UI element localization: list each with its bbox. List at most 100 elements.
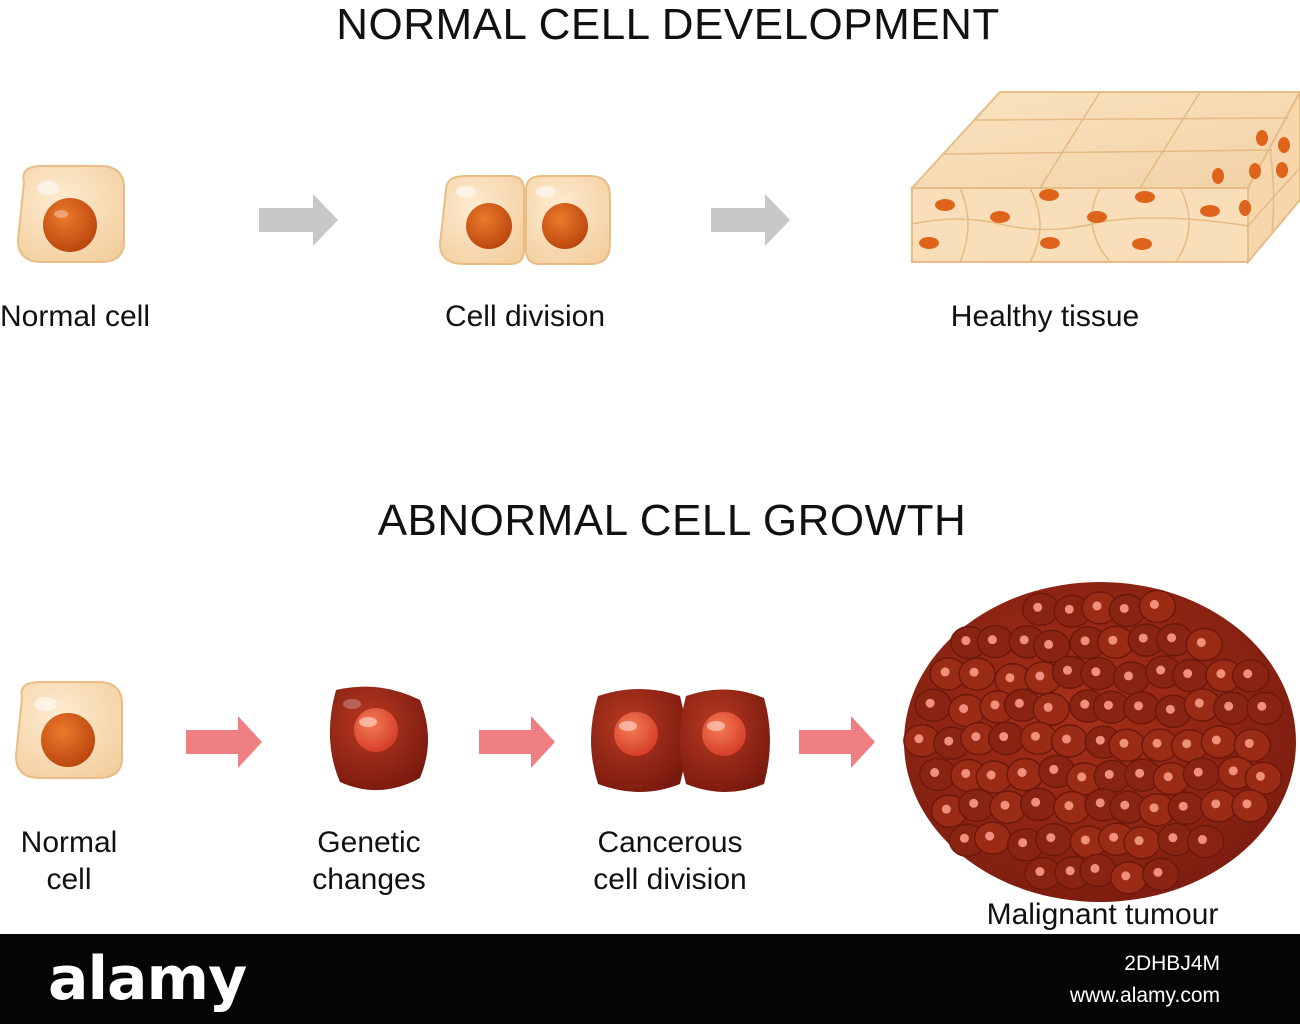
tumour-cell-nucleus [1062,665,1072,675]
cancerous-division-label-line1: Cancerous [597,826,743,859]
tumour-cell-nucleus [969,667,979,677]
tumour-cell-nucleus [1044,639,1054,649]
tumour-cell-nucleus [986,770,996,780]
abnormal-growth-title: ABNORMAL CELL GROWTH [377,496,967,545]
malignant-tumour-label: Malignant tumour [986,898,1219,931]
tumour-cell-nucleus [999,732,1009,742]
tumour-cell-nucleus [1104,769,1114,779]
cell-division-top [438,175,611,265]
tumour-cell-nucleus [1167,633,1177,643]
tumour-cell-nucleus [1035,671,1045,681]
tumour-cell-nucleus [1033,602,1043,612]
tumour-cell-nucleus [1255,771,1265,781]
tumour-cell-nucleus [1134,701,1144,711]
genetic-changes-cell [329,686,428,791]
tumour-cell-nucleus [1178,801,1188,811]
tumour-cell-nucleus [940,667,950,677]
tumour-cell-nucleus [1183,669,1193,679]
genetic-changes-label-line1: Genetic [317,826,421,859]
tumour-cell-nucleus [959,704,969,714]
tumour-cell-nucleus [1049,764,1059,774]
tumour-cell-nucleus [1135,768,1145,778]
tumour-cell-nucleus [1019,635,1029,645]
tumour-cell-nucleus [1244,738,1254,748]
cancerous-division-label-line2: cell division [593,863,747,896]
right-arrow-icon [479,716,555,768]
tumour-cell-nucleus [1196,637,1206,647]
tumour-cell-nucleus [1095,798,1105,808]
tumour-cell-nucleus [1228,766,1238,776]
tumour-cell-nucleus [1165,704,1175,714]
tumour-cell-nucleus [1156,665,1166,675]
tumour-cell-nucleus [1197,835,1207,845]
tumour-cell-nucleus [1149,803,1159,813]
tumour-cell-nucleus [1043,702,1053,712]
tumour-cell-nucleus [985,831,995,841]
footer-bar: alamy 2DHBJ4M www.alamy.com [0,934,1300,1024]
tumour-cell-nucleus [1119,738,1129,748]
tumour-cell-nucleus [961,636,971,646]
tumour-cell-nucleus [930,768,940,778]
tumour-cell-nucleus [1046,833,1056,843]
site-url[interactable]: www.alamy.com [1069,984,1220,1007]
healthy-tissue-block [909,91,1300,265]
tumour-cell-nucleus [1077,772,1087,782]
tumour-cell-nucleus [941,804,951,814]
tumour-cell-nucleus [1138,633,1148,643]
tumour-cell-nucleus [1163,772,1173,782]
tumour-cell-nucleus [1031,797,1041,807]
tumour-cell-nucleus [1014,698,1024,708]
tumour-cell-nucleus [1092,601,1102,611]
tumour-cell-nucleus [1080,835,1090,845]
cell-division-label: Cell division [444,300,606,333]
tumour-cell-nucleus [1224,701,1234,711]
tumour-cell-nucleus [1134,836,1144,846]
diagram-canvas [14,91,1300,902]
tumour-cell-nucleus [1193,767,1203,777]
tumour-cell-nucleus [1194,698,1204,708]
tumour-cell-nucleus [1108,635,1118,645]
tumour-cell-nucleus [1168,833,1178,843]
tumour-cell-nucleus [1091,667,1101,677]
normal-development-title: NORMAL CELL DEVELOPMENT [336,0,1000,49]
tumour-cell-nucleus [1119,603,1129,613]
brand-logo[interactable]: alamy [48,944,247,1014]
tumour-cell-nucleus [1065,866,1075,876]
right-arrow-icon [799,716,875,768]
normal-cell-label-line2: cell [46,863,92,896]
image-id: 2DHBJ4M [1124,952,1220,975]
tumour-cell-nucleus [1243,669,1253,679]
tumour-cell-nucleus [1149,599,1159,609]
right-arrow-icon [259,194,338,246]
tumour-cell-nucleus [1182,739,1192,749]
normal-cell-bottom [14,681,124,779]
right-arrow-icon [186,716,262,768]
genetic-changes-label-line2: changes [312,863,426,896]
tumour-cell-nucleus [1103,700,1113,710]
tumour-cell-nucleus [1095,735,1105,745]
tumour-cell-nucleus [1018,838,1028,848]
tumour-cell-nucleus [961,768,971,778]
cancerous-division-cells [591,689,770,792]
tumour-cell-nucleus [1121,871,1131,881]
healthy-tissue-label: Healthy tissue [950,300,1140,333]
tumour-cell-nucleus [1216,669,1226,679]
tumour-cell-nucleus [1153,867,1163,877]
tumour-cell-nucleus [1123,671,1133,681]
tumour-cell-nucleus [1120,800,1130,810]
tumour-cell-nucleus [1080,636,1090,646]
tumour-cell-nucleus [1109,832,1119,842]
tumour-cell-nucleus [1064,801,1074,811]
normal-cell-top [16,165,126,263]
tumour-cell-nucleus [1211,735,1221,745]
tumour-cell-nucleus [1080,699,1090,709]
tumour-cell-nucleus [987,635,997,645]
tumour-cell-nucleus [1211,799,1221,809]
tumour-cell-nucleus [914,734,924,744]
tumour-cell-nucleus [1062,734,1072,744]
tumour-cell-nucleus [1257,701,1267,711]
tumour-cell-nucleus [959,833,969,843]
tumour-cell-nucleus [1090,863,1100,873]
tumour-cell-nucleus [1005,673,1015,683]
tumour-cell-nucleus [1152,738,1162,748]
